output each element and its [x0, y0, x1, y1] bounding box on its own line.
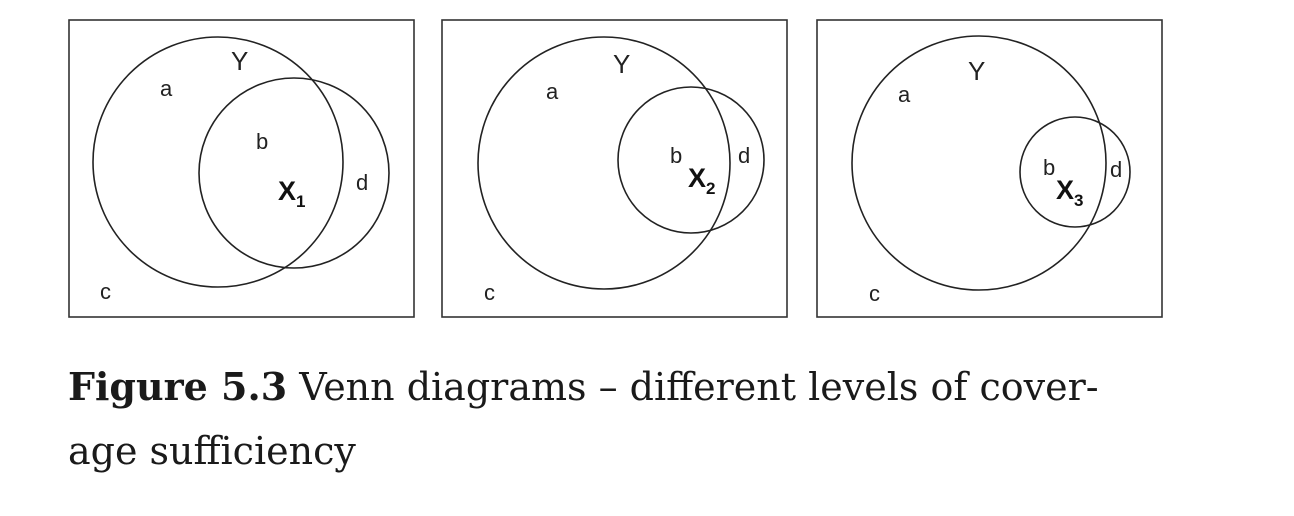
- caption-text-line-2: age sufficiency: [68, 429, 356, 473]
- region-a-label-1: a: [160, 76, 173, 101]
- set-label-x2-letter: X: [688, 163, 706, 193]
- set-label-x3-subscript: 3: [1074, 191, 1083, 210]
- venn-panel-1: Y a b X1 d c: [68, 19, 415, 318]
- circle-x1: [198, 77, 390, 269]
- set-label-x2-subscript: 2: [706, 179, 715, 198]
- region-d-label-1: d: [356, 170, 368, 195]
- set-label-y-3: Y: [968, 56, 985, 86]
- venn-panel-2: Y a b X2 d c: [441, 19, 788, 318]
- circle-x2: [617, 86, 765, 234]
- set-label-x3: X3: [1056, 175, 1083, 210]
- universe-box-3: [816, 19, 1163, 318]
- set-label-x2: X2: [688, 163, 715, 198]
- universe-box-1: [68, 19, 415, 318]
- region-c-label-1: c: [100, 279, 111, 304]
- region-d-label-3: d: [1110, 157, 1122, 182]
- set-label-y-1: Y: [231, 46, 248, 76]
- caption-text-line-1: Venn diagrams – different levels of cove…: [287, 365, 1099, 409]
- region-d-label-2: d: [738, 143, 750, 168]
- venn-figure: Y a b X1 d c Y a b X2 d c Y a b X3 d c: [68, 19, 1163, 318]
- region-b-label-2: b: [670, 143, 682, 168]
- venn-panel-3: Y a b X3 d c: [816, 19, 1163, 318]
- set-label-x1: X1: [278, 176, 305, 211]
- figure-number: Figure 5.3: [68, 364, 288, 409]
- set-label-x1-letter: X: [278, 176, 296, 206]
- region-c-label-3: c: [869, 281, 880, 306]
- region-b-label-1: b: [256, 129, 268, 154]
- region-c-label-2: c: [484, 280, 495, 305]
- region-a-label-3: a: [898, 82, 911, 107]
- figure-caption: Figure 5.3 Venn diagrams – different lev…: [68, 355, 1188, 483]
- circle-y-2: [477, 36, 731, 290]
- circle-y-3: [851, 35, 1107, 291]
- circle-y-1: [92, 36, 344, 288]
- region-b-label-3: b: [1043, 155, 1055, 180]
- region-a-label-2: a: [546, 79, 559, 104]
- set-label-y-2: Y: [613, 49, 630, 79]
- set-label-x3-letter: X: [1056, 175, 1074, 205]
- circle-x3: [1019, 116, 1131, 228]
- set-label-x1-subscript: 1: [296, 192, 305, 211]
